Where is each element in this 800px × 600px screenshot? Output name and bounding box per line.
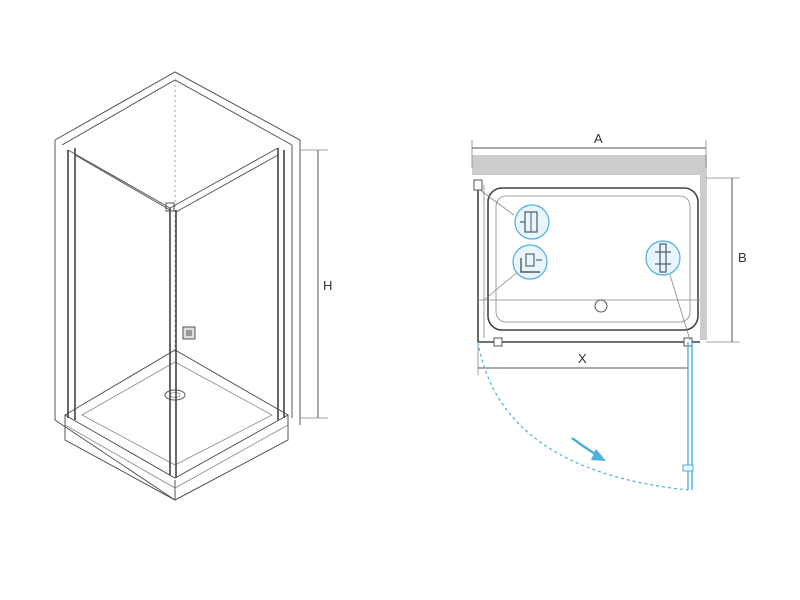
callout-leader-1 bbox=[479, 189, 515, 216]
tray-outline bbox=[487, 187, 699, 331]
side-panel-top-rail-inner bbox=[74, 154, 171, 211]
door-top-rail bbox=[169, 147, 279, 209]
front-left-bracket bbox=[493, 337, 503, 347]
wall-profile-icon bbox=[514, 204, 550, 240]
back-wall bbox=[472, 155, 707, 175]
left-wall-outer bbox=[54, 140, 176, 501]
corner-bracket bbox=[165, 202, 175, 212]
height-label: H bbox=[323, 278, 332, 293]
callout-leader-2 bbox=[483, 269, 521, 301]
width-label: A bbox=[594, 131, 603, 146]
door-handle bbox=[182, 326, 196, 340]
opening-label: X bbox=[578, 351, 587, 366]
tray-drain bbox=[164, 389, 186, 401]
door-swing-arc bbox=[477, 341, 689, 491]
plan-view: A B X bbox=[471, 131, 747, 491]
swing-direction-arrow bbox=[571, 436, 606, 461]
shower-tray-front bbox=[64, 415, 289, 501]
isometric-cabin-view: H bbox=[54, 71, 332, 501]
shower-tray-inner bbox=[81, 361, 273, 466]
door-top-rail-inner bbox=[175, 154, 279, 213]
side-wall-profile bbox=[473, 179, 483, 191]
wall-top-inner bbox=[61, 79, 293, 146]
tray-drain-inner bbox=[169, 392, 181, 398]
plan-drain bbox=[594, 299, 608, 313]
corner-bracket-icon bbox=[512, 244, 548, 280]
depth-label: B bbox=[738, 250, 747, 265]
side-wall bbox=[700, 155, 707, 340]
wall-top-edge bbox=[54, 71, 301, 150]
callout-leader-3 bbox=[669, 274, 691, 341]
door-handle-icon bbox=[645, 240, 681, 276]
tray-inner-outline bbox=[495, 195, 691, 323]
shower-tray-lip bbox=[64, 424, 289, 489]
open-door-handle bbox=[682, 464, 694, 472]
side-panel-top-rail bbox=[67, 149, 171, 209]
